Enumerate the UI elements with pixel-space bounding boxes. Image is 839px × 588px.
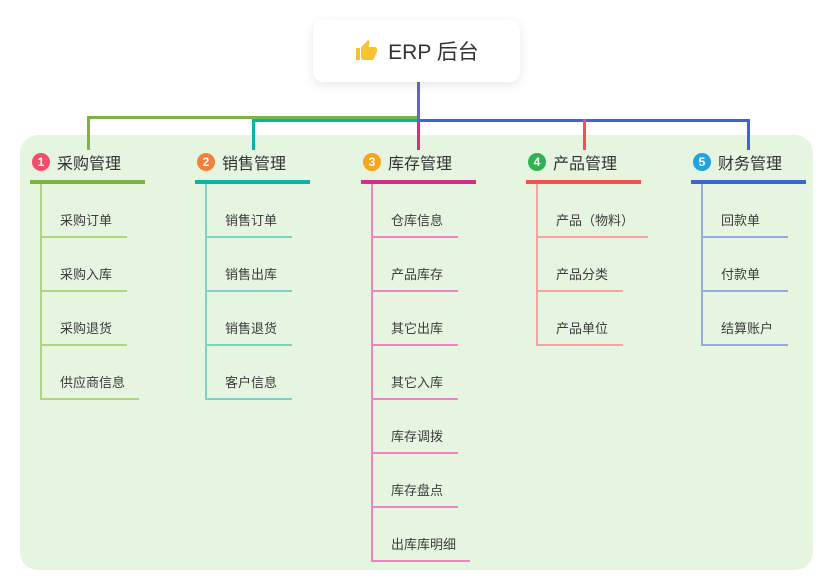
child-node[interactable]: 结算账户 (703, 292, 788, 346)
branch-label: 产品管理 (553, 156, 618, 173)
branch-title-purchase[interactable]: 1 采购管理 (30, 150, 145, 184)
branch-title-sales[interactable]: 2 销售管理 (195, 150, 310, 184)
thumbs-up-icon (354, 39, 378, 63)
child-node[interactable]: 采购入库 (42, 238, 127, 292)
child-node[interactable]: 产品分类 (538, 238, 623, 292)
branch-title-product[interactable]: 4 产品管理 (526, 150, 641, 184)
child-node[interactable]: 产品（物料） (538, 184, 649, 238)
branch-label: 采购管理 (57, 156, 122, 173)
child-node[interactable]: 销售订单 (207, 184, 292, 238)
child-node[interactable]: 采购退货 (42, 292, 127, 346)
child-node[interactable]: 销售出库 (207, 238, 292, 292)
connector-purchase-drop (87, 116, 90, 150)
child-node[interactable]: 仓库信息 (373, 184, 458, 238)
connector-sales-h (252, 119, 420, 122)
branch-sales: 2 销售管理 销售订单 销售出库 销售退货 客户信息 (195, 150, 345, 400)
child-node[interactable]: 采购订单 (42, 184, 127, 238)
branch-number-badge: 3 (363, 153, 381, 171)
connector-root-trunk (417, 82, 420, 122)
branch-inventory: 3 库存管理 仓库信息 产品库存 其它出库 其它入库 库存调拨 库存盘点 出库库… (361, 150, 511, 562)
branch-finance: 5 财务管理 回款单 付款单 结算账户 (691, 150, 839, 346)
child-node[interactable]: 库存盘点 (373, 454, 458, 508)
branch-title-finance[interactable]: 5 财务管理 (691, 150, 806, 184)
root-title: ERP 后台 (388, 41, 479, 64)
branch-number-badge: 4 (528, 153, 546, 171)
branch-children: 回款单 付款单 结算账户 (701, 184, 788, 346)
connector-inventory-drop (417, 122, 420, 150)
child-node[interactable]: 出库库明细 (373, 508, 471, 562)
child-node[interactable]: 回款单 (703, 184, 788, 238)
branch-children: 销售订单 销售出库 销售退货 客户信息 (205, 184, 292, 400)
branch-children: 产品（物料） 产品分类 产品单位 (536, 184, 649, 346)
child-node[interactable]: 产品库存 (373, 238, 458, 292)
branches-panel (20, 135, 813, 570)
child-node[interactable]: 付款单 (703, 238, 788, 292)
child-node[interactable]: 销售退货 (207, 292, 292, 346)
child-node[interactable]: 供应商信息 (42, 346, 140, 400)
branch-label: 库存管理 (388, 156, 453, 173)
branch-number-badge: 2 (197, 153, 215, 171)
branch-product: 4 产品管理 产品（物料） 产品分类 产品单位 (526, 150, 676, 346)
branch-children: 采购订单 采购入库 采购退货 供应商信息 (40, 184, 140, 400)
connector-sales-drop (252, 119, 255, 150)
branch-label: 财务管理 (718, 156, 783, 173)
branch-number-badge: 1 (32, 153, 50, 171)
child-node[interactable]: 产品单位 (538, 292, 623, 346)
connector-purchase-h (87, 116, 420, 119)
child-node[interactable]: 客户信息 (207, 346, 292, 400)
connector-product-drop (583, 119, 586, 150)
root-node[interactable]: ERP 后台 (313, 20, 520, 82)
branch-title-inventory[interactable]: 3 库存管理 (361, 150, 476, 184)
child-node[interactable]: 库存调拨 (373, 400, 458, 454)
branch-number-badge: 5 (693, 153, 711, 171)
branch-label: 销售管理 (222, 156, 287, 173)
child-node[interactable]: 其它出库 (373, 292, 458, 346)
branch-children: 仓库信息 产品库存 其它出库 其它入库 库存调拨 库存盘点 出库库明细 (371, 184, 471, 562)
child-node[interactable]: 其它入库 (373, 346, 458, 400)
branch-purchase: 1 采购管理 采购订单 采购入库 采购退货 供应商信息 (30, 150, 180, 400)
connector-finance-drop (747, 119, 750, 150)
